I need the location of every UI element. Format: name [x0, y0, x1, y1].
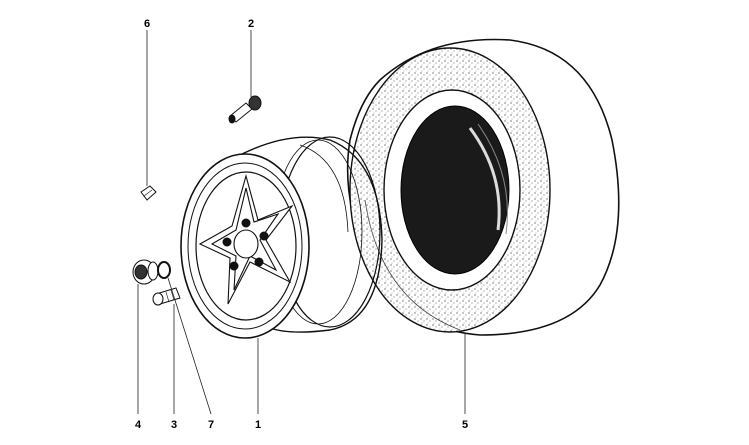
bolt-hole — [254, 257, 264, 267]
rim-center-hub — [233, 229, 259, 259]
wheel-bolt — [152, 287, 181, 306]
wheel-rim — [180, 136, 383, 339]
bolt-hole — [222, 237, 232, 247]
tire — [346, 38, 620, 336]
o-ring — [157, 261, 171, 279]
callout-3: 3 — [171, 419, 177, 431]
callout-1: 1 — [255, 419, 261, 431]
hub-cap-nut — [132, 259, 159, 285]
callout-7: 7 — [208, 419, 214, 431]
tire-opening — [400, 105, 510, 275]
balance-weight-clip — [140, 185, 157, 201]
bolt-hole — [259, 231, 269, 241]
valve-stem — [228, 95, 262, 124]
callout-2: 2 — [248, 18, 254, 30]
callout-5: 5 — [462, 419, 468, 431]
callout-4: 4 — [135, 419, 142, 431]
bolt-hole — [241, 218, 251, 228]
bolt-hole — [229, 261, 239, 271]
leader-lines — [137, 30, 466, 415]
callout-6: 6 — [144, 18, 150, 30]
